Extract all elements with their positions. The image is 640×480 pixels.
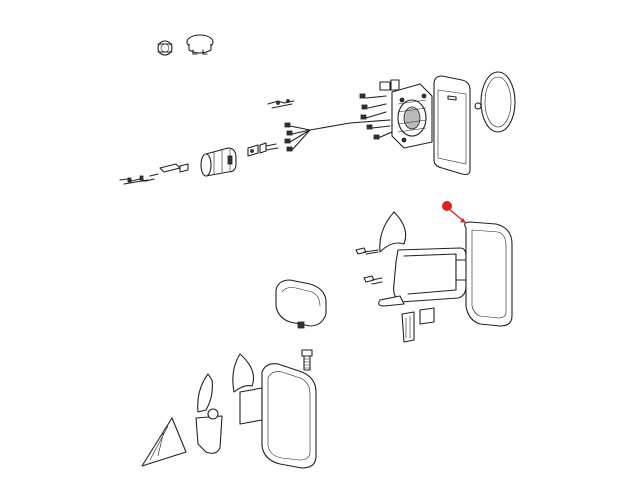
- mounting-screws[interactable]: [355, 247, 383, 285]
- round-convex-mirror[interactable]: [474, 71, 516, 133]
- connector[interactable]: [267, 79, 400, 109]
- terminal-pins[interactable]: [119, 163, 189, 185]
- mirror-glass-plate[interactable]: [433, 75, 471, 176]
- mirror-motor-assembly[interactable]: [391, 83, 433, 149]
- lock-cylinder-switch[interactable]: [200, 147, 237, 177]
- wiring-harness: [284, 93, 393, 152]
- switch-connector[interactable]: [247, 142, 279, 157]
- lower-mirror-head[interactable]: [275, 279, 327, 329]
- bracket-triangle[interactable]: [141, 417, 187, 467]
- mirror-arm-assembly[interactable]: [378, 211, 471, 307]
- mounting-bolt[interactable]: [301, 349, 313, 371]
- snap-nut[interactable]: [157, 40, 173, 56]
- bracket-clip[interactable]: [401, 307, 435, 343]
- mirror-glass-housing[interactable]: [464, 221, 513, 327]
- highlight-marker: [442, 201, 467, 224]
- grommet-cap[interactable]: [186, 34, 214, 55]
- side-mirror-assembly[interactable]: [195, 353, 317, 469]
